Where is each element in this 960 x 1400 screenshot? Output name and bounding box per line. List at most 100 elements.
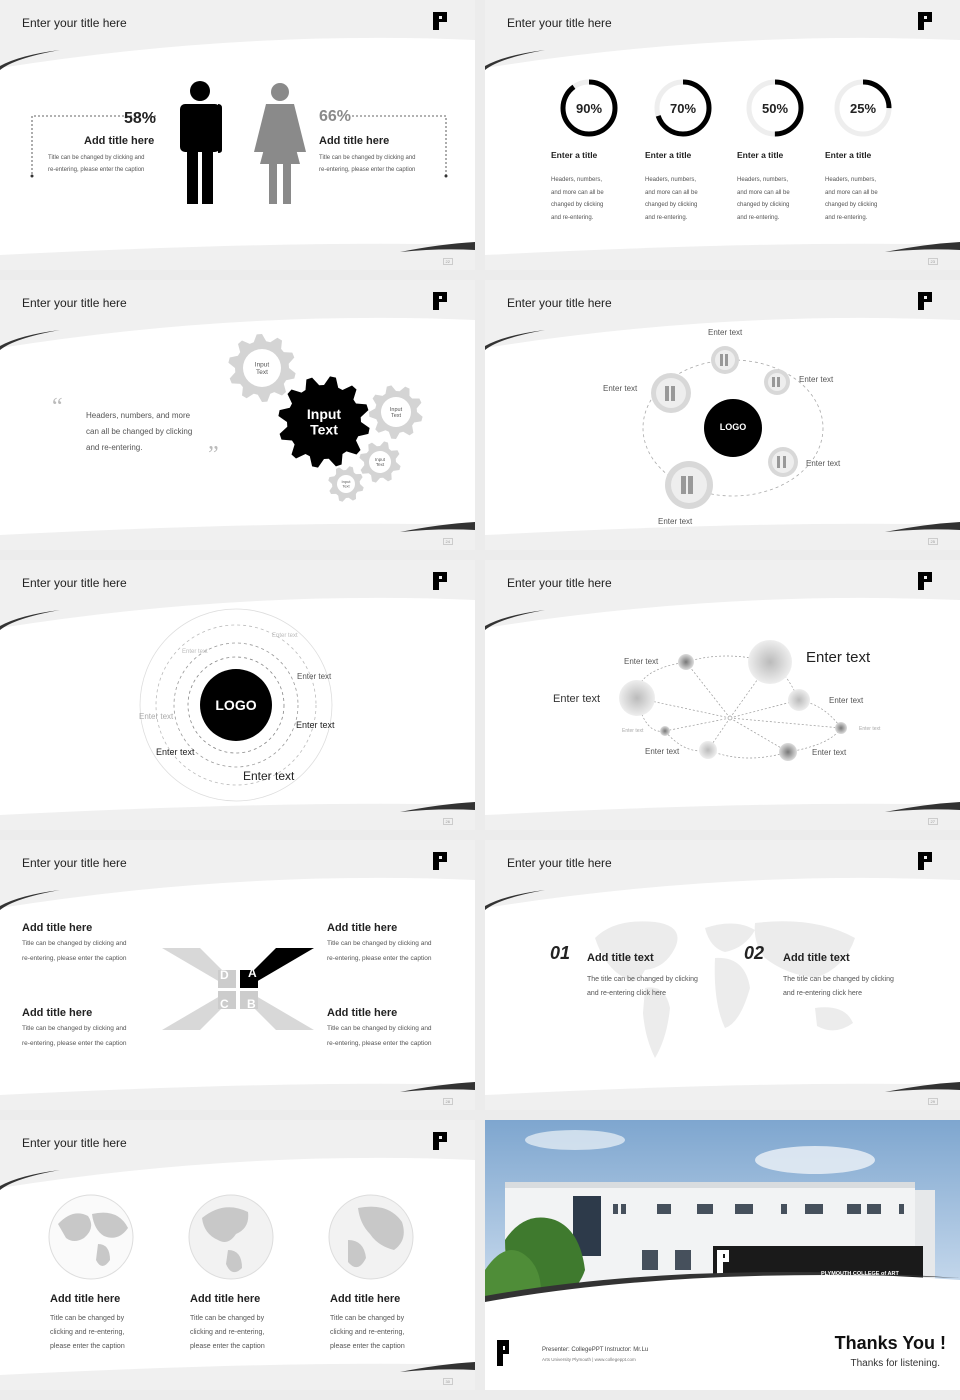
progress-arc (746, 79, 804, 137)
ring-label: Enter text (297, 672, 332, 681)
progress-ring (834, 79, 892, 137)
female-figure-icon (254, 83, 306, 204)
slide-4[interactable]: Enter your title here LOGO Enter text En… (485, 280, 960, 550)
brand-logo-icon (433, 292, 447, 310)
progress-ring (560, 79, 618, 137)
right-percent: 66% (319, 108, 352, 125)
gears-diagram: InputTextInputTextInputTextInputTextInpu… (228, 334, 423, 502)
abcd-diagram (162, 948, 314, 1030)
globe-heading: Add title here (190, 1293, 261, 1305)
globe-icon (48, 1194, 134, 1280)
slide-title: Enter your title here (22, 576, 127, 590)
page-number: 28 (442, 1098, 453, 1105)
node-label: Enter text (658, 517, 693, 526)
slide-5[interactable]: Enter your title here LOGO Enter text En… (0, 560, 475, 830)
page-number: 26 (442, 818, 453, 825)
slide-curves (485, 280, 960, 550)
brand-logo-icon (433, 572, 447, 590)
progress-percent: 50% (761, 101, 789, 116)
right-bracket-line (352, 115, 448, 178)
male-figure-icon (180, 81, 222, 204)
brand-logo-icon (433, 12, 447, 30)
gear-label: Input (342, 479, 352, 484)
network-diagram (619, 640, 847, 761)
item-heading: Add title text (587, 952, 654, 964)
slide-6[interactable]: Enter your title here Enter text Enter t… (485, 560, 960, 830)
node-label: Enter text (799, 375, 834, 384)
text-block: Add title here Title can be changed by c… (22, 922, 127, 962)
progress-arc (560, 79, 618, 137)
slide-curves (485, 840, 960, 1110)
slide-curves (485, 0, 960, 270)
slide-curves (0, 560, 475, 830)
slide-title: Enter your title here (507, 296, 612, 310)
slide-title: Enter your title here (22, 1136, 127, 1150)
slide-title: Enter your title here (22, 296, 127, 310)
brand-logo-icon (918, 572, 932, 590)
slide-curves (0, 0, 475, 270)
presenter-info: Presenter: CollegePPT Instructor: Mr.Lu (542, 1347, 649, 1353)
thanks-subheading: Thanks for listening. (850, 1358, 941, 1369)
globe-heading: Add title here (50, 1293, 121, 1305)
center-node (200, 669, 272, 741)
item-number: 02 (744, 943, 765, 963)
letter-b: B (247, 997, 256, 1011)
world-map-icon (595, 921, 855, 1058)
slide-curves (0, 840, 475, 1110)
item-number: 01 (550, 943, 571, 963)
slide-3[interactable]: Enter your title here “ Headers, numbers… (0, 280, 475, 550)
letter-a: A (248, 966, 257, 980)
progress-heading: Enter a title (825, 150, 872, 160)
page-number: 27 (927, 818, 938, 825)
center-logo-label: LOGO (719, 422, 747, 432)
presenter-sub: Arts University Plymouth | www.collegepp… (542, 1357, 636, 1362)
gear-label: Input (255, 362, 270, 369)
quote-close-icon: ” (208, 442, 219, 468)
globe-heading: Add title here (330, 1293, 401, 1305)
slide-title: Enter your title here (22, 16, 127, 30)
slide-1[interactable]: Enter your title here 58% Add title here… (0, 0, 475, 270)
slide-7[interactable]: Enter your title here Add title here Tit… (0, 840, 475, 1110)
progress-heading: Enter a title (737, 150, 784, 160)
node-label: Enter text (553, 693, 601, 705)
node-label: Enter text (859, 726, 881, 732)
center-logo-label: LOGO (215, 697, 257, 713)
text-block: Add title here Title can be changed by c… (327, 922, 432, 962)
ring-label: Enter text (182, 649, 208, 655)
globe-icon (328, 1194, 414, 1280)
page-number: 24 (442, 538, 453, 545)
progress-heading: Enter a title (551, 150, 598, 160)
brand-logo-icon (918, 852, 932, 870)
globe-icon (188, 1194, 274, 1280)
slide-8[interactable]: Enter your title here 01 Add title text … (485, 840, 960, 1110)
gear-label: Input (307, 406, 342, 422)
slide-10-closing[interactable]: PLYMOUTH COLLEGE of ART Presenter: Colle… (485, 1120, 960, 1390)
brand-logo-icon (918, 292, 932, 310)
ring-label: Enter text (156, 747, 195, 757)
quote-open-icon: “ (52, 394, 63, 420)
gear-label: Input (375, 457, 386, 462)
node-label: Enter text (645, 747, 680, 756)
left-heading: Add title here (84, 135, 155, 147)
left-percent: 58% (124, 110, 157, 127)
gear-label: Text (310, 422, 338, 438)
text-block: Add title here Title can be changed by c… (22, 1007, 127, 1047)
slide-curves (0, 280, 475, 550)
page-number: 23 (927, 258, 938, 265)
page-number: 25 (927, 538, 938, 545)
